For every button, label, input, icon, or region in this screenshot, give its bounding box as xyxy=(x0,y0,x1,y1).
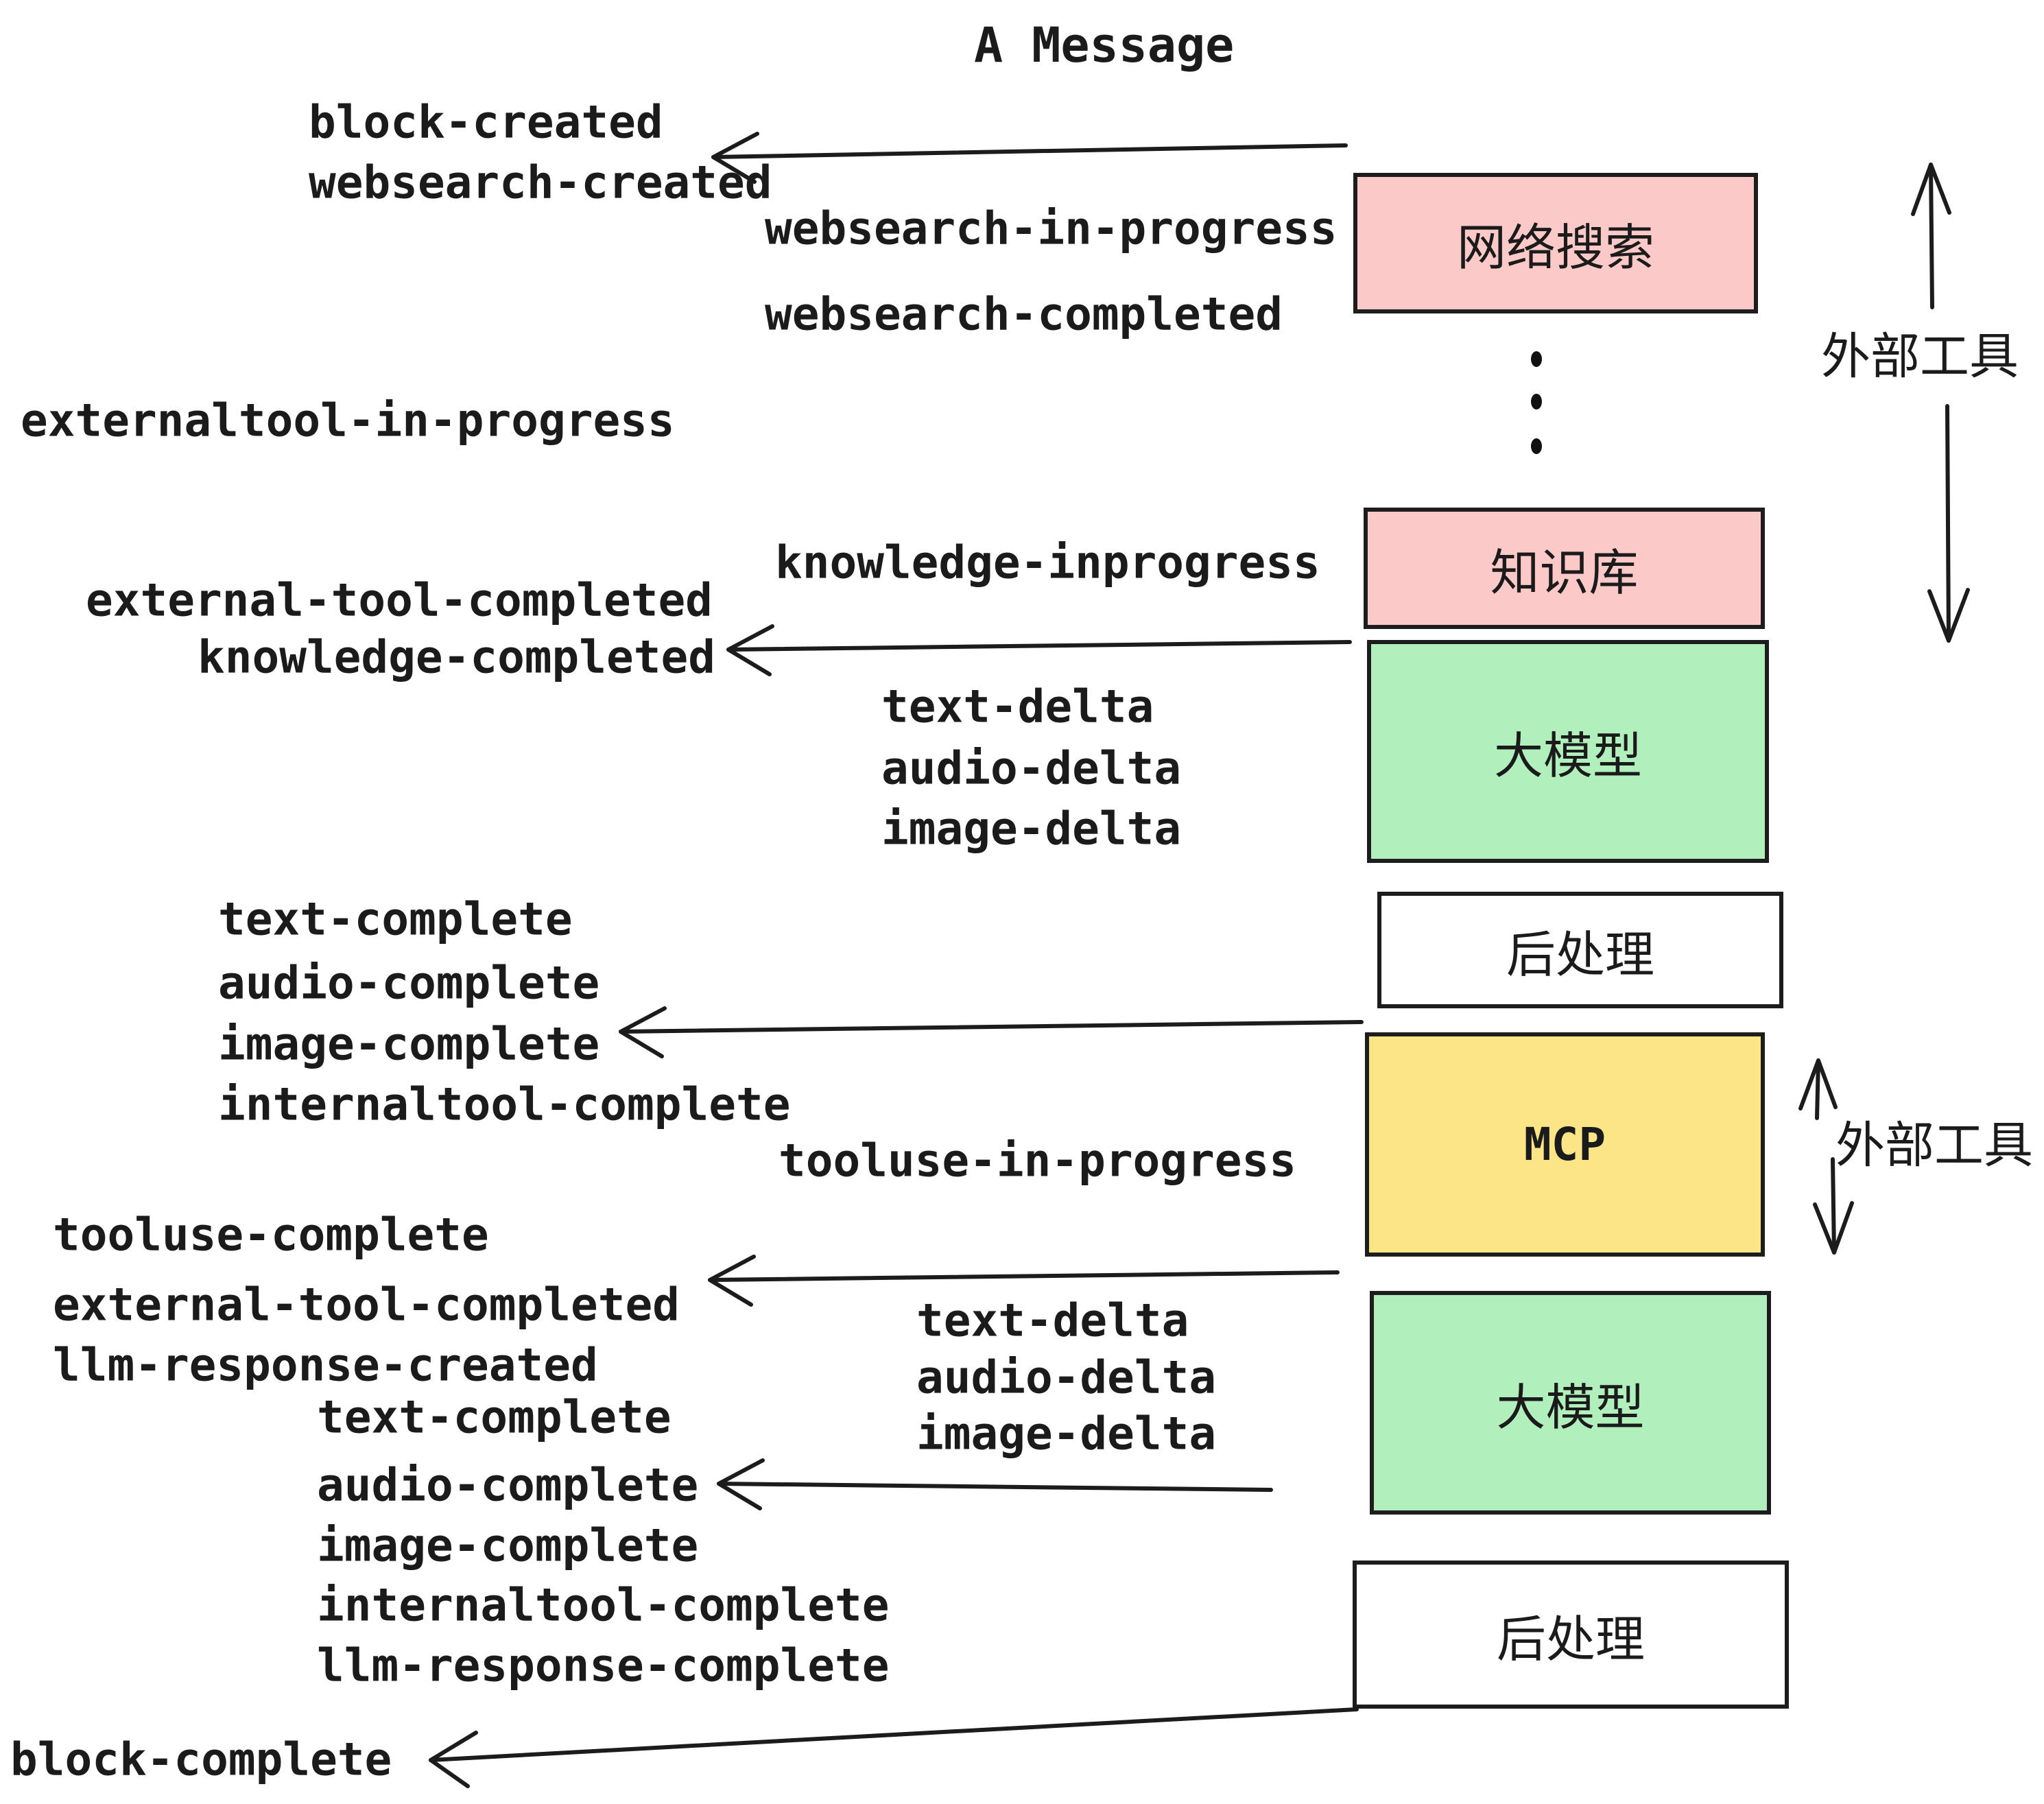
node-websearch: 网络搜索 xyxy=(1353,173,1758,313)
event-label-text-delta-2: text-delta xyxy=(916,1294,1189,1347)
event-label-llm-response-complete: llm-response-complete xyxy=(317,1639,890,1692)
external-tools-annotation-2: 外部工具 xyxy=(1835,1118,2034,1174)
event-label-text-complete-2: text-complete xyxy=(317,1390,672,1444)
node-knowledge: 知识库 xyxy=(1364,508,1765,629)
event-label-tooluse-complete: tooluse-complete xyxy=(53,1208,489,1261)
node-mcp-label: MCP xyxy=(1523,1118,1606,1171)
event-label-image-delta-1: image-delta xyxy=(881,802,1182,855)
event-label-websearch-in-progress: websearch-in-progress xyxy=(765,202,1338,255)
node-llm-1: 大模型 xyxy=(1367,640,1769,863)
arrow-block-created xyxy=(711,132,1348,184)
event-label-block-created: block-created xyxy=(309,95,663,149)
event-label-audio-delta-2: audio-delta xyxy=(916,1351,1217,1404)
event-label-external-tool-completed-2: external-tool-completed xyxy=(53,1278,680,1331)
event-label-audio-complete-2: audio-complete xyxy=(317,1458,699,1512)
external-tools-down-arrow-1 xyxy=(1927,404,1970,643)
diagram-title: A Message xyxy=(974,17,1235,73)
node-postprocess-2: 后处理 xyxy=(1353,1560,1789,1709)
ellipsis-dot xyxy=(1531,351,1542,367)
node-postprocess-1: 后处理 xyxy=(1377,892,1783,1008)
event-label-text-delta-1: text-delta xyxy=(881,680,1154,733)
event-label-knowledge-completed: knowledge-completed xyxy=(198,630,715,684)
ellipsis-dot xyxy=(1531,438,1542,454)
event-label-audio-complete-1: audio-complete xyxy=(218,956,600,1010)
node-postprocess-2-label: 后处理 xyxy=(1496,1612,1645,1667)
event-label-llm-response-created: llm-response-created xyxy=(53,1338,598,1392)
event-label-internaltool-complete-1: internaltool-complete xyxy=(218,1078,791,1131)
event-label-image-complete-1: image-complete xyxy=(218,1017,600,1071)
event-label-externaltool-in-progress: externaltool-in-progress xyxy=(21,394,675,447)
event-label-internaltool-complete-2: internaltool-complete xyxy=(317,1578,890,1632)
node-llm-1-label: 大模型 xyxy=(1493,729,1642,784)
event-label-block-complete: block-complete xyxy=(10,1733,392,1786)
ellipsis-dot xyxy=(1531,394,1542,410)
event-label-audio-delta-1: audio-delta xyxy=(881,741,1182,795)
external-tools-up-arrow-2 xyxy=(1798,1058,1838,1120)
event-label-tooluse-in-progress: tooluse-in-progress xyxy=(779,1134,1296,1187)
event-label-text-complete-1: text-complete xyxy=(218,892,573,946)
event-label-websearch-created: websearch-created xyxy=(309,156,772,209)
node-knowledge-label: 知识库 xyxy=(1490,546,1639,601)
node-mcp: MCP xyxy=(1365,1032,1765,1257)
arrow-block-complete xyxy=(429,1707,1359,1788)
event-label-image-complete-2: image-complete xyxy=(317,1519,699,1572)
event-label-websearch-completed: websearch-completed xyxy=(765,287,1283,341)
node-llm-2-label: 大模型 xyxy=(1496,1380,1645,1436)
arrow-audio-complete xyxy=(717,1458,1273,1510)
event-label-external-tool-completed-1: external-tool-completed xyxy=(86,573,713,627)
event-label-knowledge-inprogress: knowledge-inprogress xyxy=(775,536,1320,589)
arrow-image-complete xyxy=(619,1006,1364,1058)
external-tools-annotation-1: 外部工具 xyxy=(1821,329,2019,385)
node-postprocess-1-label: 后处理 xyxy=(1506,927,1654,983)
node-websearch-label: 网络搜索 xyxy=(1456,221,1654,276)
external-tools-up-arrow-1 xyxy=(1911,163,1951,309)
arrow-knowledge-completed xyxy=(726,624,1352,676)
node-llm-2: 大模型 xyxy=(1370,1291,1771,1515)
event-label-image-delta-2: image-delta xyxy=(916,1407,1217,1460)
